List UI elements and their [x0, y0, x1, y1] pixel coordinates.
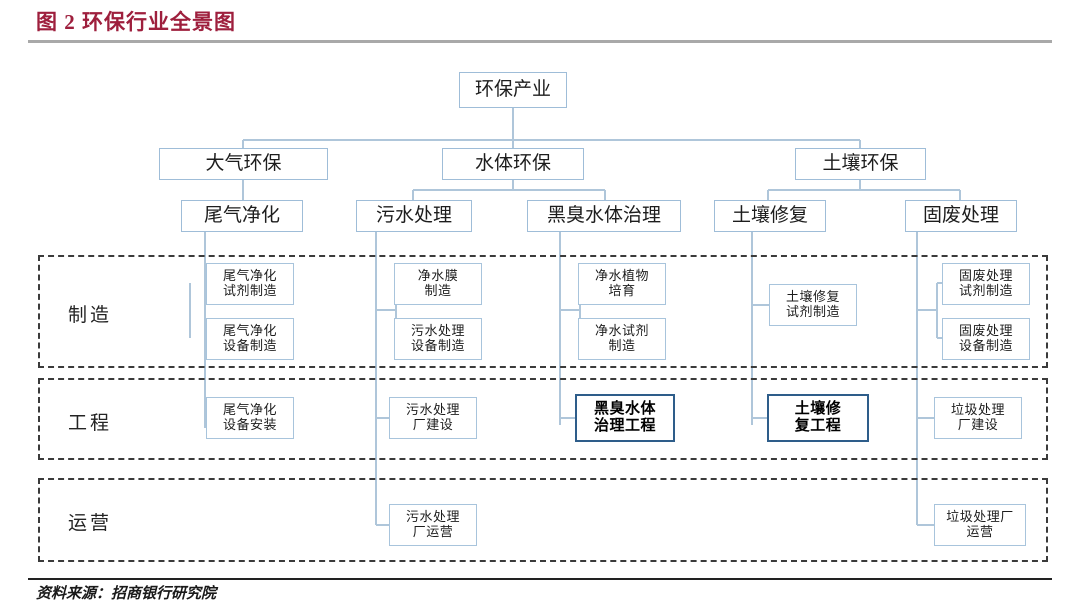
leaf-solid-waste-equipment-mfg[interactable]: 固废处理 设备制造 [942, 318, 1030, 360]
leaf-sewage-equipment-mfg[interactable]: 污水处理 设备制造 [394, 318, 482, 360]
band-manufacturing [38, 255, 1048, 368]
node-sewage-treatment[interactable]: 污水处理 [356, 200, 472, 232]
leaf-soil-reagent-mfg[interactable]: 土壤修复 试剂制造 [769, 284, 857, 326]
band-operations [38, 478, 1048, 562]
node-exhaust-purification[interactable]: 尾气净化 [181, 200, 303, 232]
band-label-engineering: 工程 [68, 413, 113, 434]
leaf-water-plant-cultivation[interactable]: 净水植物 培育 [578, 263, 666, 305]
node-soil-remediation[interactable]: 土壤修复 [714, 200, 826, 232]
leaf-sewage-plant-construction[interactable]: 污水处理 厂建设 [389, 397, 477, 439]
node-water[interactable]: 水体环保 [442, 148, 584, 180]
leaf-sewage-plant-operation[interactable]: 污水处理 厂运营 [389, 504, 477, 546]
node-air[interactable]: 大气环保 [159, 148, 328, 180]
band-label-operations: 运营 [68, 513, 113, 534]
node-black-odorous-water[interactable]: 黑臭水体治理 [527, 200, 681, 232]
title-divider [28, 40, 1052, 43]
leaf-exhaust-reagent-mfg[interactable]: 尾气净化 试剂制造 [206, 263, 294, 305]
leaf-exhaust-equipment-install[interactable]: 尾气净化 设备安装 [206, 397, 294, 439]
leaf-water-membrane-mfg[interactable]: 净水膜 制造 [394, 263, 482, 305]
node-root[interactable]: 环保产业 [459, 72, 567, 108]
band-engineering [38, 378, 1048, 460]
leaf-waste-plant-operation[interactable]: 垃圾处理厂 运营 [934, 504, 1026, 546]
leaf-black-water-project[interactable]: 黑臭水体 治理工程 [575, 394, 675, 442]
node-solid-waste[interactable]: 固废处理 [905, 200, 1017, 232]
footer-divider [28, 578, 1052, 580]
leaf-water-reagent-mfg[interactable]: 净水试剂 制造 [578, 318, 666, 360]
page-title: 图 2 环保行业全景图 [36, 10, 236, 34]
leaf-solid-waste-reagent-mfg[interactable]: 固废处理 试剂制造 [942, 263, 1030, 305]
node-soil[interactable]: 土壤环保 [795, 148, 926, 180]
source-note: 资料来源：招商银行研究院 [36, 586, 217, 602]
leaf-exhaust-equipment-mfg[interactable]: 尾气净化 设备制造 [206, 318, 294, 360]
leaf-soil-remediation-project[interactable]: 土壤修 复工程 [767, 394, 869, 442]
leaf-waste-plant-construction[interactable]: 垃圾处理 厂建设 [934, 397, 1022, 439]
band-label-manufacturing: 制造 [68, 305, 113, 326]
